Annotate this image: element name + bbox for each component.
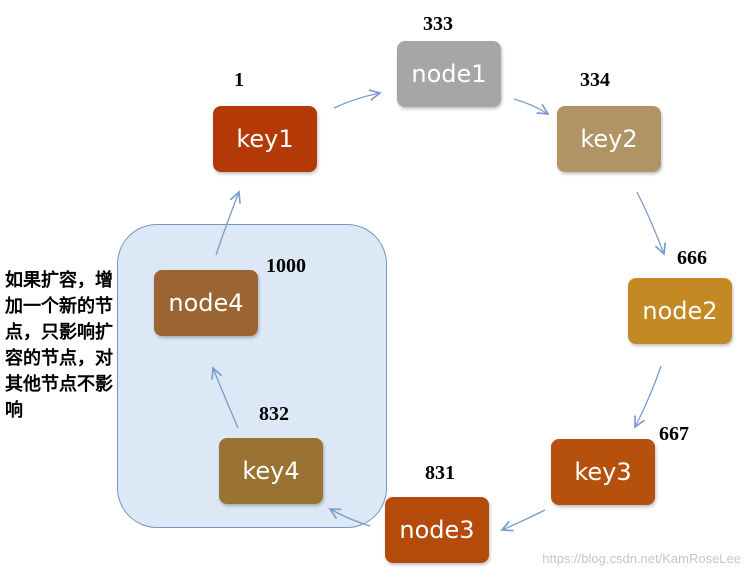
node3-label: node3 (399, 516, 475, 544)
arrow-node1-to-key2 (513, 98, 548, 114)
arrow-node2-to-key3 (635, 365, 662, 427)
node1-box: node1 (397, 41, 501, 107)
key4-hash: 832 (259, 403, 289, 425)
arrow-key1-to-node1 (333, 93, 380, 109)
node4-box: node4 (154, 270, 258, 336)
key2-label: key2 (580, 125, 638, 153)
arrow-key3-to-node3 (502, 509, 546, 530)
node3-hash: 831 (425, 462, 455, 484)
key3-box: key3 (551, 439, 655, 505)
node2-box: node2 (628, 278, 732, 344)
arrow-key2-to-node2 (636, 191, 664, 254)
node2-hash: 666 (677, 247, 707, 269)
arrow-node4-to-key1 (215, 192, 239, 256)
key1-hash: 1 (234, 69, 244, 91)
key2-box: key2 (557, 106, 661, 172)
node3-box: node3 (385, 497, 489, 563)
expansion-note: 如果扩容，增加一个新的节点，只影响扩容的节点，对其他节点不影响 (5, 270, 113, 421)
key1-box: key1 (213, 106, 317, 172)
key3-label: key3 (574, 458, 632, 486)
arrow-node3-to-key4 (330, 509, 371, 527)
key4-label: key4 (242, 457, 300, 485)
node1-hash: 333 (423, 13, 453, 35)
key4-box: key4 (219, 438, 323, 504)
key1-label: key1 (236, 125, 294, 153)
arrow-key4-to-node4 (213, 368, 239, 429)
key3-hash: 667 (659, 423, 689, 445)
node4-hash: 1000 (266, 255, 306, 277)
node1-label: node1 (411, 60, 487, 88)
watermark: https://blog.csdn.net/KamRoseLee (542, 551, 741, 566)
key2-hash: 334 (580, 69, 610, 91)
node2-label: node2 (642, 297, 718, 325)
node4-label: node4 (168, 289, 244, 317)
